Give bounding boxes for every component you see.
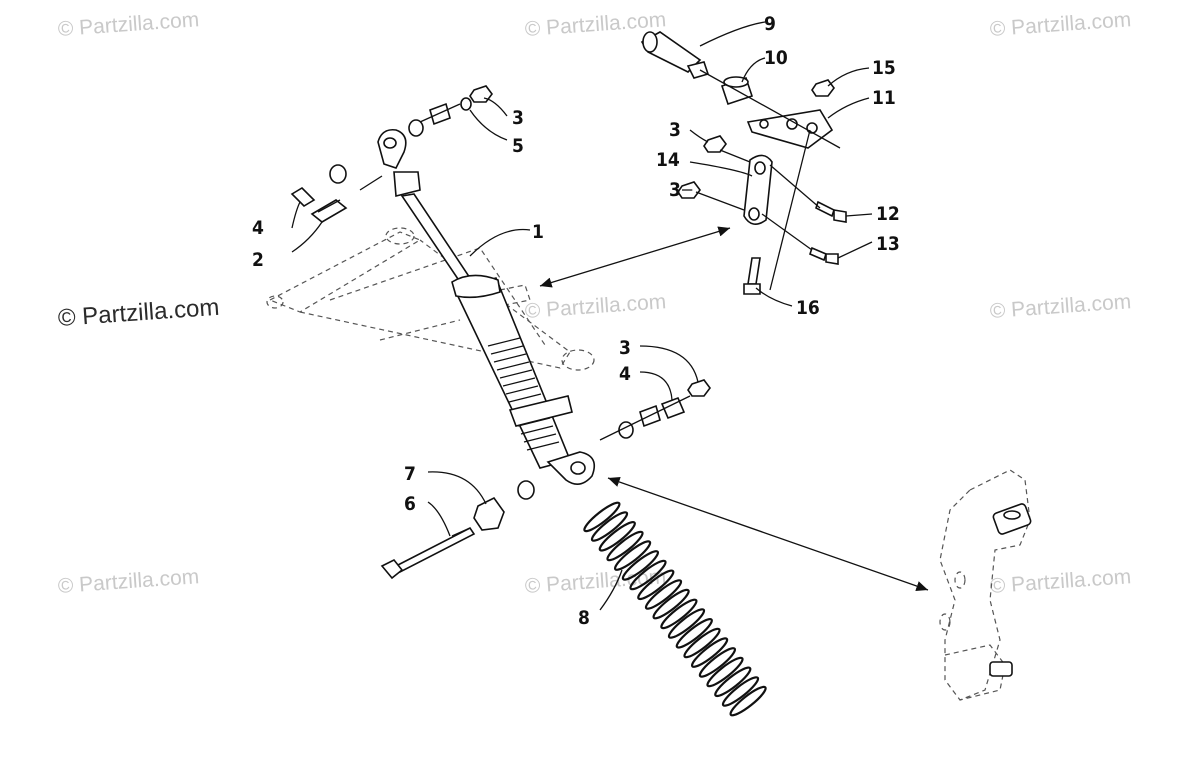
callout-2: 2 (252, 249, 264, 271)
spring-coil (721, 676, 760, 707)
spindle-outline (939, 469, 1032, 701)
callout-6: 6 (404, 493, 416, 515)
callout-3: 3 (512, 107, 524, 129)
callout-16: 16 (796, 297, 820, 319)
spring-coil (675, 617, 713, 649)
spring-coil (660, 598, 698, 630)
callout-15: 15 (872, 57, 896, 79)
spring-coil (667, 608, 706, 639)
callout-3: 3 (669, 119, 681, 141)
a-arm-outline (266, 227, 595, 371)
callout-13: 13 (876, 233, 900, 255)
rocker-linkage (640, 31, 847, 295)
leader-lines (291, 21, 873, 611)
callout-12: 12 (876, 203, 900, 225)
callout-4: 4 (619, 363, 631, 385)
callout-7: 7 (404, 463, 416, 485)
connection-arrows (539, 226, 929, 592)
upper-mount-hardware (290, 85, 493, 223)
lower-mount-hardware (380, 379, 711, 580)
callout-labels: 1 2 3 3 3 3 4 4 5 6 7 8 9 10 11 12 13 14… (252, 13, 900, 629)
callout-4: 4 (252, 217, 264, 239)
coil-spring (583, 501, 767, 717)
spring-coil (706, 656, 744, 688)
spring-coil (690, 637, 729, 668)
callout-11: 11 (872, 87, 896, 109)
callout-5: 5 (512, 135, 524, 157)
callout-3: 3 (619, 337, 631, 359)
spring-coil (698, 647, 737, 678)
callout-1: 1 (532, 221, 544, 243)
spring-coil (714, 666, 752, 698)
callout-10: 10 (764, 47, 788, 69)
callout-3: 3 (669, 179, 681, 201)
callout-9: 9 (764, 13, 776, 35)
shock-absorber (377, 128, 596, 485)
spring-coil (729, 685, 767, 717)
callout-14: 14 (656, 149, 680, 171)
callout-8: 8 (578, 607, 590, 629)
spring-coil (683, 627, 721, 659)
